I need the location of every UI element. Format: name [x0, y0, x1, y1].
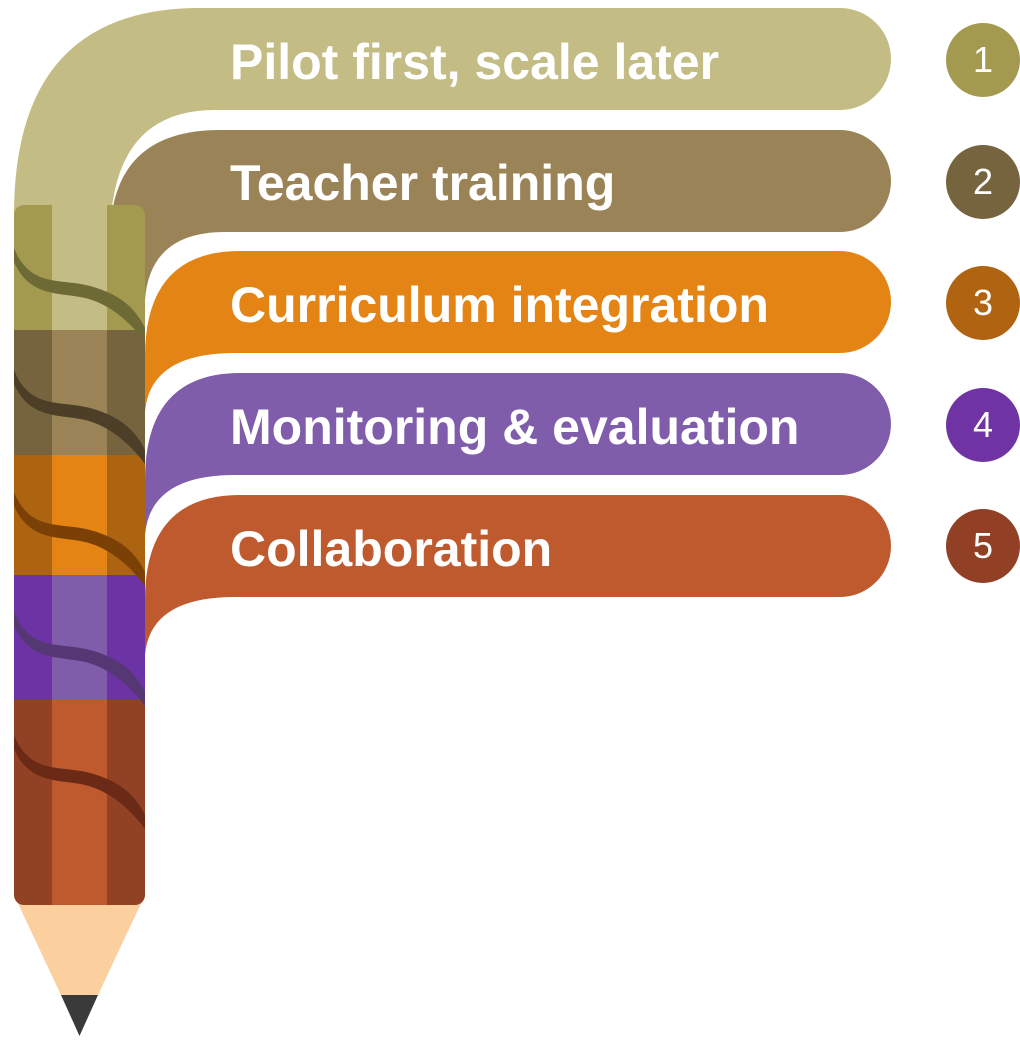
pencil-wave-2	[14, 370, 145, 464]
pencil-stripe-3-2	[52, 455, 107, 575]
pencil-wave-1	[14, 248, 145, 342]
badge-number-5: 5	[973, 525, 993, 566]
pencil-wave-4	[14, 612, 145, 706]
ribbon-band-2	[110, 130, 891, 300]
badge-circle-4	[946, 388, 1020, 462]
badge-circle-1	[946, 23, 1020, 97]
number-badge-1: 1	[946, 23, 1020, 97]
number-badge-2: 2	[946, 145, 1020, 219]
number-badges: 1 2 3 4 5	[946, 23, 1020, 583]
pencil-stripe-5-2	[52, 700, 107, 905]
band-label-4: Monitoring & evaluation	[230, 399, 799, 455]
ribbon-band-4	[145, 373, 891, 535]
badge-circle-3	[946, 266, 1020, 340]
pencil-wood-cone	[14, 895, 145, 995]
pencil-lead-tip	[61, 995, 98, 1036]
ribbon-bands	[14, 8, 891, 655]
pencil-wave-3	[14, 492, 145, 586]
band-label-2: Teacher training	[230, 155, 615, 211]
pencil-stripe-4-2	[52, 575, 107, 700]
number-badge-3: 3	[946, 266, 1020, 340]
pencil-wave-5	[14, 735, 145, 829]
badge-circle-2	[946, 145, 1020, 219]
number-badge-4: 4	[946, 388, 1020, 462]
ribbon-band-3	[145, 251, 891, 412]
badge-number-2: 2	[973, 161, 993, 202]
badge-number-1: 1	[973, 39, 993, 80]
band-label-5: Collaboration	[230, 521, 552, 577]
band-label-3: Curriculum integration	[230, 277, 769, 333]
band-labels: Pilot first, scale later Teacher trainin…	[230, 34, 799, 577]
number-badge-5: 5	[946, 509, 1020, 583]
badge-circle-5	[946, 509, 1020, 583]
ribbon-band-1	[14, 8, 891, 300]
pencil-stripe-2-2	[52, 330, 107, 455]
ribbon-band-5	[145, 495, 891, 655]
band-label-1: Pilot first, scale later	[230, 34, 719, 90]
badge-number-4: 4	[973, 404, 993, 445]
pencil-body	[14, 205, 145, 905]
pencil-stripe-5-1	[14, 700, 52, 905]
pencil-tip	[14, 895, 145, 1036]
pencil-stripe-1-2	[52, 205, 107, 330]
badge-number-3: 3	[973, 282, 993, 323]
